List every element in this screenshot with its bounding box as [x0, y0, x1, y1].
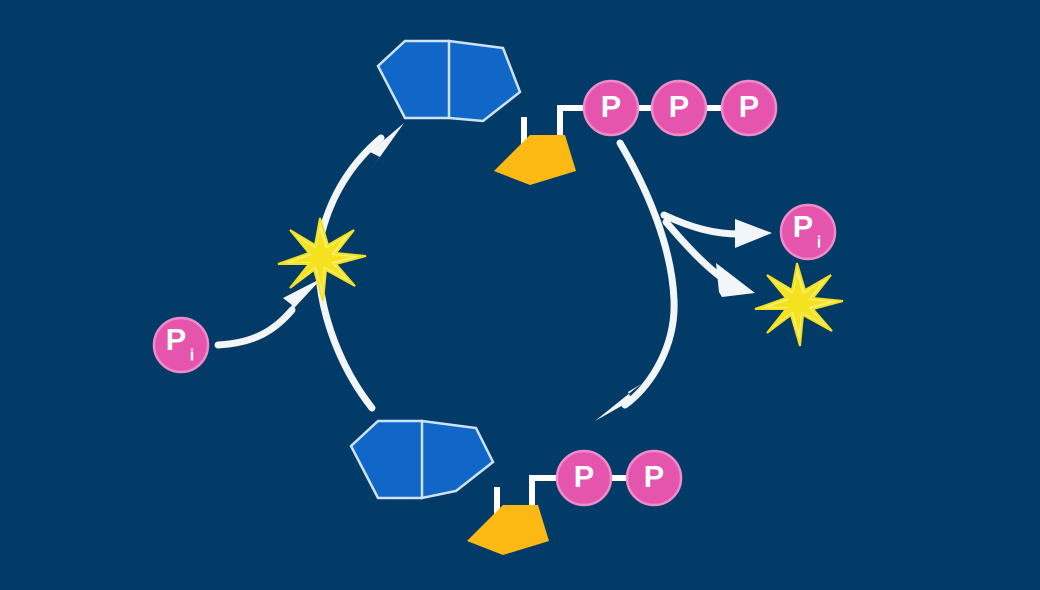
adp-phosphate-2-label: P — [644, 459, 665, 494]
atp-phosphate-2-circle — [650, 79, 708, 137]
energy-released-burst-inner — [768, 275, 829, 333]
inorganic-phosphate-output: P i — [779, 203, 837, 261]
atp-phosphate-1-circle — [582, 79, 640, 137]
pi-right-label: P — [793, 209, 814, 244]
energy-release-arrowhead — [716, 263, 755, 297]
adp-ribose-sugar — [467, 505, 549, 555]
adp-phosphate-1: P — [555, 449, 613, 507]
atp-to-adp-arrowhead — [595, 384, 641, 421]
inorganic-phosphate-input: P i — [152, 316, 210, 374]
phosphate-release-arrowhead — [735, 219, 772, 248]
atp-phosphate-2: P — [650, 79, 708, 137]
atp-base-pentagon — [447, 39, 522, 123]
atp-adenine-base — [376, 39, 522, 123]
molecule-adp: P P — [349, 419, 683, 555]
phosphate-release-arrow-path — [660, 211, 744, 238]
atp-phosphate-1-label: P — [601, 89, 622, 124]
energy-input-burst-inner — [291, 230, 352, 288]
pi-circle-left — [152, 316, 210, 374]
atp-to-adp-arc-path — [616, 139, 678, 409]
energy-release-arrow — [662, 218, 755, 297]
phosphate-input-arrow — [214, 278, 322, 349]
pi-circle-right — [779, 203, 837, 261]
energy-input-burst — [277, 217, 367, 302]
adp-phosphate-2: P — [625, 449, 683, 507]
atp-ribose-sugar — [494, 135, 576, 185]
adp-to-atp-arc-upper-path — [318, 134, 385, 236]
pi-left-label: P — [166, 322, 187, 357]
atp-to-adp-arc — [595, 139, 678, 421]
atp-phosphate-3: P — [720, 79, 778, 137]
adp-adenine-base — [349, 419, 495, 500]
pi-left-subscript: i — [190, 345, 195, 364]
adp-to-atp-arrowhead — [370, 123, 404, 171]
atp-phosphate-3-circle — [720, 79, 778, 137]
pi-right-subscript: i — [817, 232, 822, 251]
atp-phosphate-3-label: P — [739, 89, 760, 124]
phosphate-release-arrow — [660, 211, 772, 248]
phosphate-input-arrowhead — [283, 278, 322, 318]
atp-phosphate-1: P — [582, 79, 640, 137]
adp-phosphate-2-circle — [625, 449, 683, 507]
adp-base-pentagon — [420, 419, 495, 500]
adp-phosphate-1-circle — [555, 449, 613, 507]
adp-phosphate-1-label: P — [574, 459, 595, 494]
energy-released-burst — [754, 262, 844, 347]
molecule-atp: P P P — [376, 39, 778, 185]
atp-phosphate-2-label: P — [669, 89, 690, 124]
